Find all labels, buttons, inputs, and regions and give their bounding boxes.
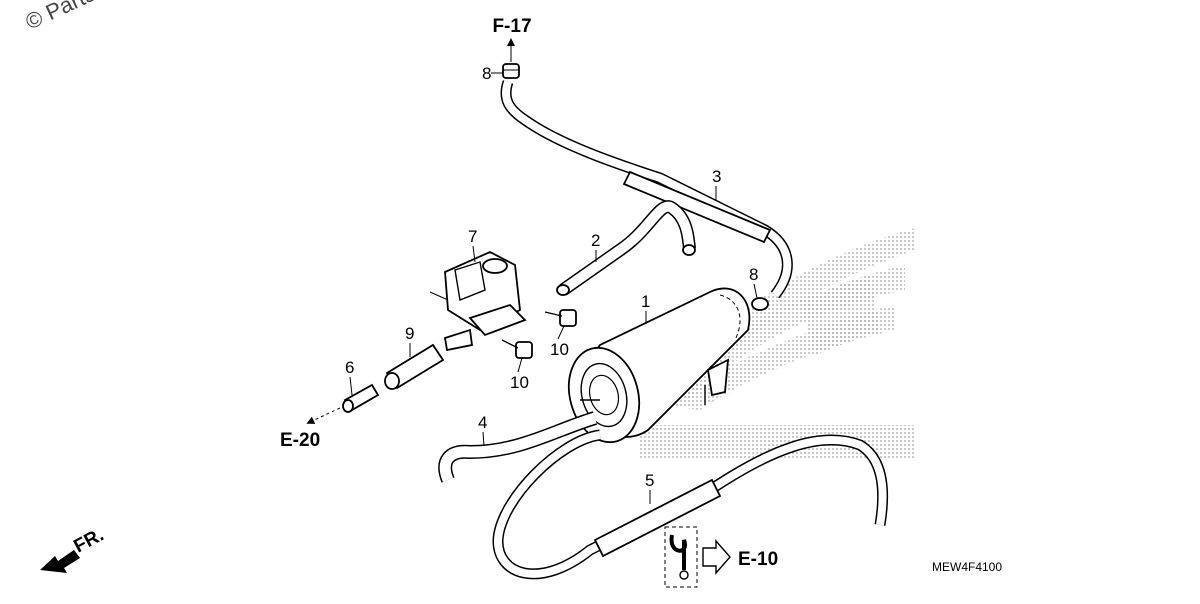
part-10-bolt-upper xyxy=(544,309,577,327)
part-9-tube xyxy=(384,343,445,390)
callout-3: 3 xyxy=(712,167,721,186)
hose-3 xyxy=(500,80,793,299)
arrow-left-down-icon xyxy=(306,407,341,424)
part-8-side-clamp xyxy=(751,297,769,311)
watermark: © Parts xyxy=(22,0,99,35)
callout-2: 2 xyxy=(591,231,600,250)
part-6-joint xyxy=(342,383,380,413)
ref-e10: E-10 xyxy=(738,549,778,570)
diagram-code: MEW4F4100 xyxy=(932,560,1002,574)
callout-1: 1 xyxy=(641,292,650,311)
ref-e20: E-20 xyxy=(280,430,320,451)
hose-2 xyxy=(556,200,697,296)
front-direction-arrow-icon xyxy=(40,550,80,573)
callout-7: 7 xyxy=(468,227,477,246)
hose-4 xyxy=(438,411,598,483)
callout-5: 5 xyxy=(645,471,654,490)
hose-5 xyxy=(492,429,889,580)
callout-8-side: 8 xyxy=(749,265,758,284)
ref-fr: FR. xyxy=(70,525,107,558)
callout-8-top: 8 xyxy=(482,64,491,83)
arrow-right-icon xyxy=(702,539,731,575)
part-7-solenoid-valve xyxy=(429,251,527,352)
callout-9: 9 xyxy=(405,324,414,343)
part-8-top-clamp xyxy=(502,63,520,79)
callout-10-upper: 10 xyxy=(550,340,569,359)
callout-10-lower: 10 xyxy=(510,373,529,392)
callout-4: 4 xyxy=(478,413,487,432)
part-10-bolt-lower xyxy=(501,339,533,359)
clip-detail xyxy=(664,526,698,588)
ref-f17: F-17 xyxy=(492,16,531,37)
callout-6: 6 xyxy=(345,358,354,377)
